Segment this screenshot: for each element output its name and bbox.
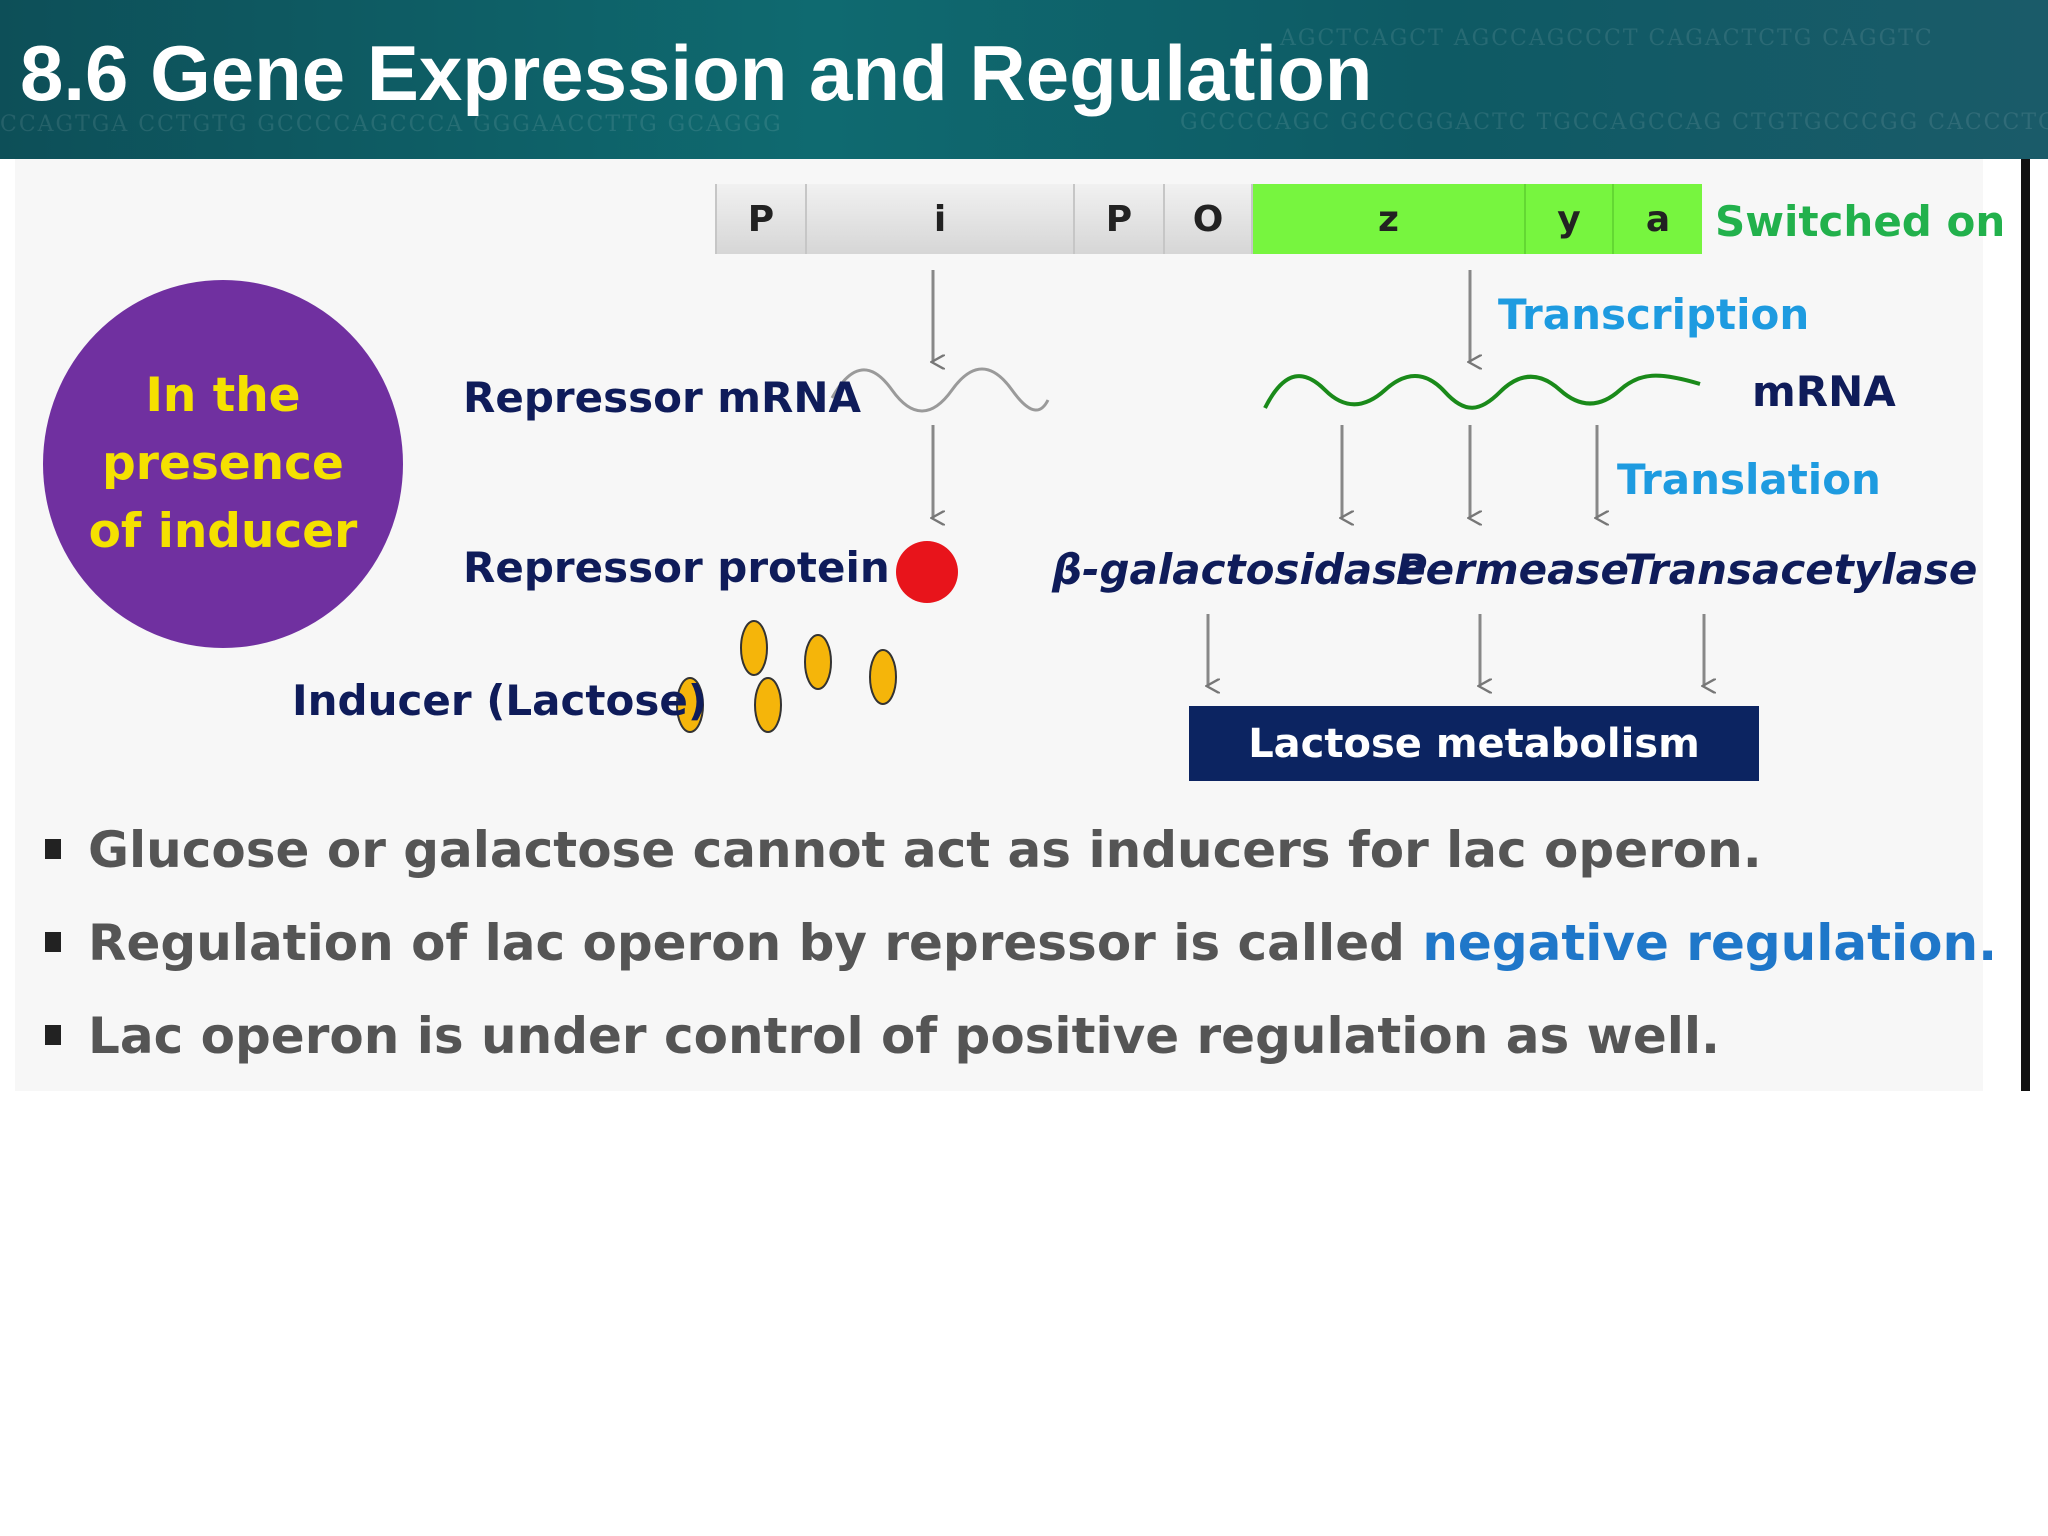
inducer-molecule-icon — [804, 634, 832, 690]
header-sequence-text: GCCCCAGC GCCCGGACTC TGCCAGCCAG CTGTGCCCG… — [1180, 110, 2048, 135]
translation-label: Translation — [1617, 455, 1881, 504]
gene-i: i — [807, 184, 1075, 254]
enzyme-permease: Permease — [1396, 545, 1629, 594]
gene-z: z — [1253, 184, 1526, 254]
header-sequence-text: CCAGTGA CCTGTG GCCCCAGCCCA GGGAACCTTG GC… — [0, 112, 783, 137]
gene-promoter-i: P — [715, 184, 807, 254]
repressor-mrna-label: Repressor mRNA — [463, 373, 862, 422]
slide-header: CCAGTGA CCTGTG GCCCCAGCCCA GGGAACCTTG GC… — [0, 0, 2048, 159]
transcription-label: Transcription — [1498, 290, 1810, 339]
bullet-list: Glucose or galactose cannot act as induc… — [40, 815, 1997, 1094]
repressor-protein-label: Repressor protein — [463, 543, 890, 592]
bullet-text: Regulation of lac operon by repressor is… — [88, 914, 1423, 972]
bullet-text: Glucose or galactose cannot act as induc… — [88, 821, 1762, 879]
gene-promoter: P — [1075, 184, 1165, 254]
lactose-metabolism-box: Lactose metabolism — [1189, 706, 1759, 781]
bullet-text: Lac operon is under control of positive … — [88, 1007, 1721, 1065]
condition-circle: In the presence of inducer — [43, 280, 403, 648]
switched-on-label: Switched on — [1715, 197, 2006, 246]
bullet-item: Lac operon is under control of positive … — [40, 1001, 1997, 1094]
gene-y: y — [1526, 184, 1614, 254]
inducer-label: Inducer (Lactose) — [292, 676, 708, 725]
header-sequence-text: AGCTCAGCT AGCCAGCCCT CAGACTCTG CAGGTC — [1280, 26, 1934, 51]
enzyme-beta-galactosidase: β-galactosidase — [1052, 545, 1426, 594]
bullet-square-icon — [45, 839, 61, 859]
inducer-molecule-icon — [676, 677, 704, 733]
inducer-molecule-icon — [740, 620, 768, 676]
condition-label: In the presence of inducer — [88, 368, 358, 559]
repressor-protein-icon — [896, 541, 958, 603]
inducer-molecule-icon — [754, 677, 782, 733]
bullet-item: Regulation of lac operon by repressor is… — [40, 908, 1997, 1001]
inducer-molecule-icon — [869, 649, 897, 705]
gene-operator: O — [1165, 184, 1253, 254]
mrna-wave-icon — [1263, 373, 1701, 410]
bullet-item: Glucose or galactose cannot act as induc… — [40, 815, 1997, 908]
repressor-mrna-wave-icon — [830, 367, 1050, 413]
slide-title: 8.6 Gene Expression and Regulation — [20, 29, 1373, 117]
bullet-square-icon — [45, 932, 61, 952]
enzyme-transacetylase: Transacetylase — [1624, 545, 1978, 594]
bullet-highlight: negative regulation. — [1422, 914, 1998, 972]
mrna-label: mRNA — [1752, 367, 1896, 416]
gene-a: a — [1614, 184, 1702, 254]
bullet-square-icon — [45, 1025, 61, 1045]
right-edge-bar — [2021, 159, 2030, 1091]
content-panel — [15, 159, 1983, 1091]
